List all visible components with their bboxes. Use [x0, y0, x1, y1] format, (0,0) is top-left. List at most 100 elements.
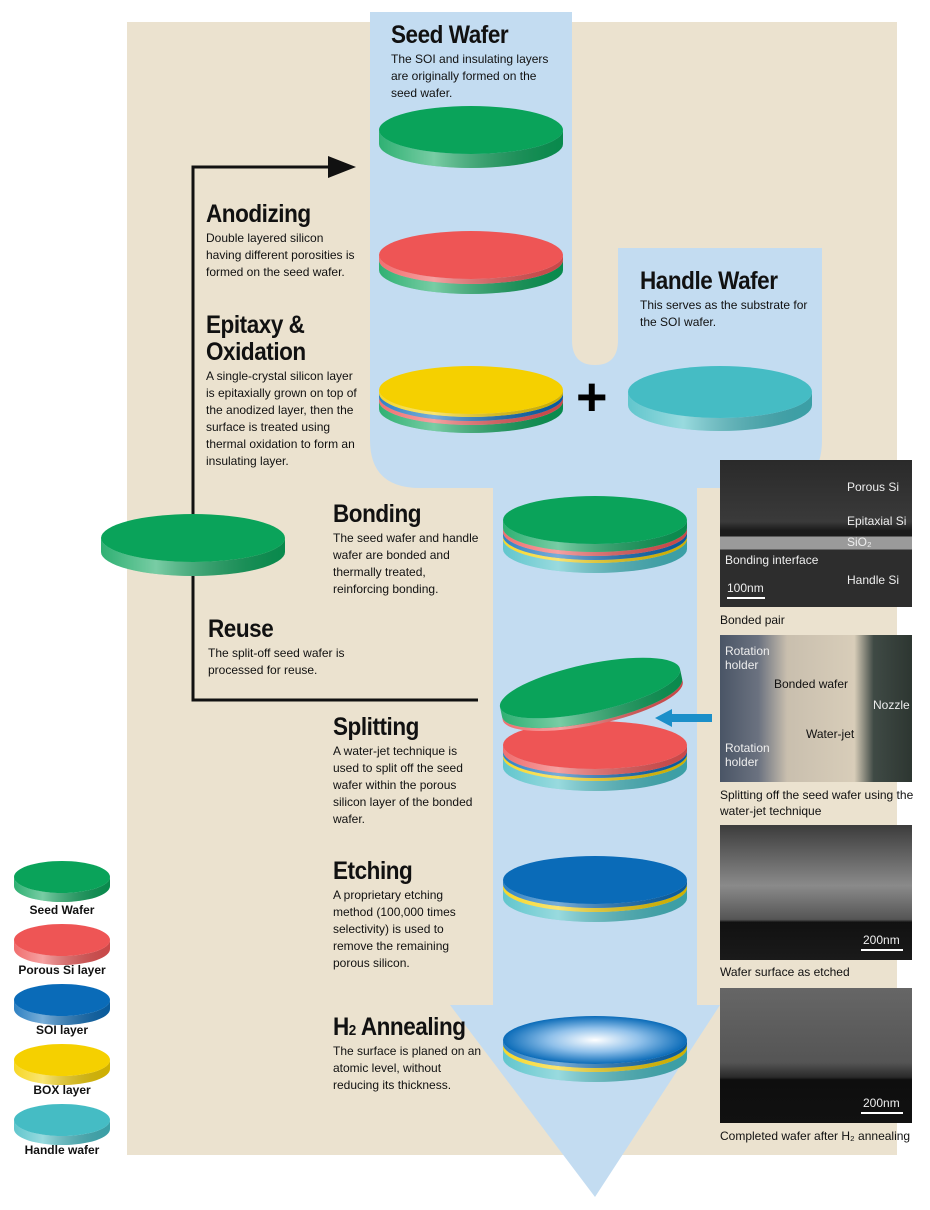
photo-label: Water-jet — [806, 727, 855, 741]
annealed-wafer-photo: 200nm — [720, 988, 912, 1123]
scale-bar — [861, 949, 903, 951]
wafer-shading — [14, 877, 110, 902]
wafer-shading — [101, 538, 285, 576]
wafer-shading — [503, 888, 687, 922]
photo-label: Nozzle — [873, 698, 910, 712]
photo-label: Rotation holder — [725, 741, 770, 769]
etched-wafer — [503, 856, 687, 922]
photo-label: Epitaxial Si — [847, 514, 907, 528]
wafer-shading — [503, 520, 687, 552]
wafer-shading — [14, 1000, 110, 1025]
reuse-title: Reuse — [208, 615, 274, 643]
wafer-shading — [379, 255, 563, 284]
epitaxy-text: A single-crystal silicon layer is epitax… — [206, 369, 357, 468]
wafer-top-surface — [379, 366, 563, 414]
annealed-wafer — [503, 1016, 687, 1082]
annealing-text: The surface is planed on an atomic level… — [333, 1044, 482, 1092]
epitaxy-title: Epitaxy & Oxidation — [206, 311, 306, 366]
legend-label-porous-si: Porous Si layer — [18, 963, 106, 977]
wafer-top-surface — [14, 984, 110, 1016]
wafer-shading — [379, 393, 563, 421]
wafer-shading — [503, 1044, 687, 1072]
handle-wafer-text: This serves as the substrate for the SOI… — [640, 298, 808, 329]
photo-label: Bonded wafer — [774, 677, 849, 691]
wafer-shading — [14, 1060, 110, 1085]
wafer-shading — [503, 757, 687, 791]
scale-bar-label: 100nm — [727, 581, 764, 595]
bonding-title: Bonding — [333, 500, 422, 528]
legend-swatch-seed — [14, 861, 110, 902]
annealing-title: H2 Annealing — [333, 1014, 466, 1044]
anodizing-title: Anodizing — [206, 200, 311, 228]
wafer-shading — [14, 940, 110, 965]
seed-wafer-title: Seed Wafer — [391, 21, 509, 49]
seed-wafer-text: The SOI and insulating layers are origin… — [391, 52, 549, 100]
reuse-seed-wafer — [101, 514, 285, 576]
wafer-shading — [503, 880, 687, 908]
wafer-shading — [503, 528, 687, 556]
wafer-shading — [379, 260, 563, 294]
anodizing-text: Double layered silicon having different … — [206, 231, 355, 279]
legend-label-soi: SOI layer — [35, 1023, 89, 1037]
wafer-top-surface — [101, 514, 285, 562]
seed-wafer — [379, 106, 563, 168]
legend-swatch-soi — [14, 984, 110, 1025]
wafer-shading — [379, 397, 563, 425]
scale-bar-label: 200nm — [863, 933, 900, 947]
splitting-title: Splitting — [333, 713, 419, 741]
legend-swatch-handle — [14, 1104, 110, 1145]
legend-label-box: BOX layer — [33, 1083, 91, 1097]
wafer-top-surface — [379, 231, 563, 279]
scale-bar — [861, 1112, 903, 1114]
epitaxy-oxidation-wafer — [379, 366, 563, 433]
annealing-title-rest: Annealing — [355, 1013, 466, 1041]
photo-label: Bonding interface — [725, 553, 819, 567]
water-jet-caption: Splitting off the seed wafer using the w… — [720, 788, 914, 818]
reuse-loop-line — [191, 165, 478, 702]
reuse-text: The split-off seed wafer is processed fo… — [208, 646, 345, 677]
split-bottom-wafer — [503, 721, 687, 791]
bonded-wafer — [503, 496, 687, 573]
wafer-top-surface — [14, 924, 110, 956]
scale-bar — [727, 597, 765, 599]
handle-wafer-title: Handle Wafer — [640, 267, 778, 295]
annealing-title-sub: 2 — [348, 1022, 357, 1039]
etched-surface-caption: Wafer surface as etched — [720, 965, 850, 979]
wafer-top-surface — [503, 856, 687, 904]
process-flow-arrow — [370, 12, 822, 1197]
wafer-top-surface — [379, 106, 563, 154]
split-seed-wafer — [499, 657, 683, 731]
bonded-pair-caption: Bonded pair — [720, 613, 785, 627]
photo-label: Rotation holder — [725, 644, 770, 672]
legend-swatch-porous — [14, 924, 110, 965]
photo-label: Porous Si — [847, 480, 900, 494]
legend-swatch-box — [14, 1044, 110, 1085]
handle-wafer — [628, 366, 812, 431]
annealing-title-h: H — [333, 1013, 349, 1041]
wafer-shading — [379, 401, 563, 433]
photo-label: SiO₂ — [847, 535, 872, 549]
anodized-wafer — [379, 231, 563, 294]
wafer-top-surface — [503, 496, 687, 544]
wafer-top-surface — [14, 1044, 110, 1076]
scale-bar-label: 200nm — [863, 1096, 900, 1110]
wafer-shading — [379, 130, 563, 168]
etching-title: Etching — [333, 857, 413, 885]
photo-label: Handle Si — [847, 573, 900, 587]
plus-sign: + — [576, 367, 608, 427]
etched-surface-photo: 200nm — [720, 825, 912, 960]
wafer-top-surface — [503, 1016, 687, 1064]
wafer-shading — [14, 1120, 110, 1145]
splitting-text: A water-jet technique is used to split o… — [333, 744, 473, 826]
water-jet-arrow-icon — [655, 709, 712, 727]
wafer-shading — [500, 668, 683, 729]
wafer-shading — [503, 539, 687, 573]
legend-label-handle-wafer: Handle wafer — [24, 1143, 100, 1157]
etching-text: A proprietary etching method (100,000 ti… — [333, 888, 456, 970]
wafer-shading — [628, 392, 812, 431]
legend-label-seed-wafer: Seed Wafer — [29, 903, 95, 917]
wafer-shading — [503, 1048, 687, 1082]
bonded-pair-photo: Porous Si Epitaxial Si SiO₂ Bonding inte… — [720, 460, 912, 607]
wafer-shading — [503, 532, 687, 560]
